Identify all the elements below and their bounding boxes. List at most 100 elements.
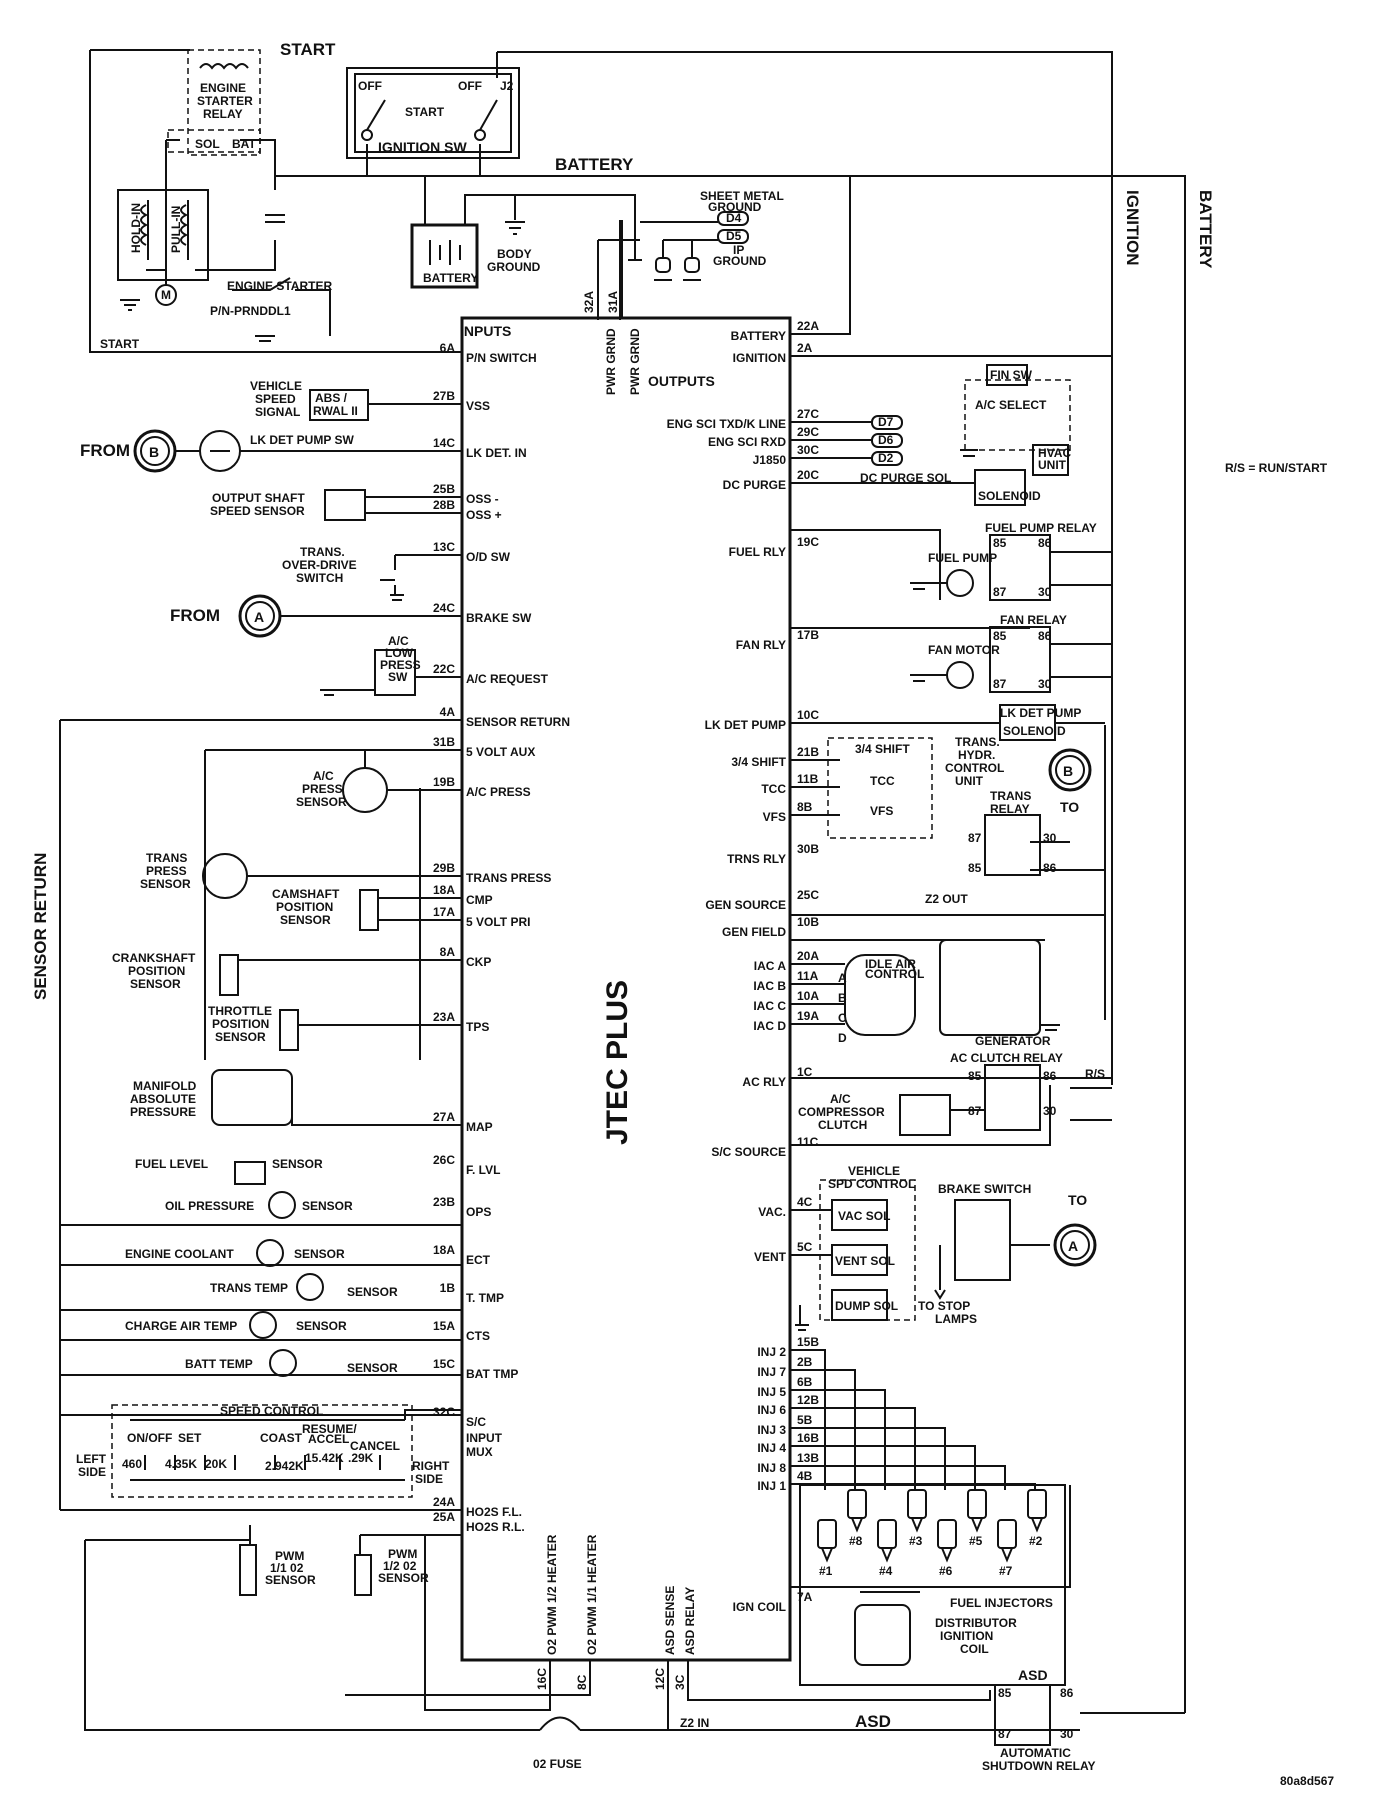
output-pin-number: 13B xyxy=(797,1451,819,1465)
trans-relay-85: 85 xyxy=(968,861,982,875)
injector-nozzle xyxy=(941,1547,953,1563)
input-pin-label: VSS xyxy=(466,399,490,413)
r1542k-label: 15.42K xyxy=(305,1451,344,1465)
fuel-injector xyxy=(817,1519,837,1549)
top-pin-label: PWR GRND xyxy=(628,328,642,395)
input-pin-number: 22C xyxy=(433,662,455,676)
injector-nozzle xyxy=(851,1517,863,1533)
output-pin-number: 20A xyxy=(797,949,819,963)
idle-air-label: IDLE AIR CONTROL xyxy=(865,957,924,981)
injector-wire xyxy=(790,1445,976,1490)
fan-motor-label: FAN MOTOR xyxy=(928,643,1000,657)
bottom-pin-number: 3C xyxy=(673,1674,687,1690)
output-pin-number: 27C xyxy=(797,407,819,421)
asd-box-label: ASD xyxy=(1018,1667,1048,1683)
output-pin-number: 10C xyxy=(797,708,819,722)
injector-nozzle xyxy=(821,1547,833,1563)
output-pin-label: IAC D xyxy=(753,1019,786,1033)
top-pin-label: PWR GRND xyxy=(604,328,618,395)
connector-b: B xyxy=(149,444,159,460)
trans-hydr-label: TRANS. HYDR. CONTROL UNIT xyxy=(945,735,1007,788)
output-pin-label: TRNS RLY xyxy=(727,852,786,866)
manifold-label: MANIFOLD ABSOLUTE PRESSURE xyxy=(130,1079,200,1119)
connector-b-to: B xyxy=(1063,763,1073,779)
body-ground-label: BODY GROUND xyxy=(487,247,541,274)
iac-b-letter: B xyxy=(838,991,847,1005)
injector-wire xyxy=(790,1427,946,1490)
set-label: SET xyxy=(178,1431,202,1445)
throttle-label: THROTTLE POSITION SENSOR xyxy=(208,1004,275,1044)
top-pin-number: 31A xyxy=(606,291,620,313)
vehicle-spd-control-label: VEHICLE SPD CONTROL xyxy=(828,1164,915,1191)
abs-label: ABS / RWAL II xyxy=(313,391,358,418)
input-pin-label: MAP xyxy=(466,1120,493,1134)
input-pin-number: 19B xyxy=(433,775,455,789)
input-pin-number: 17A xyxy=(433,905,455,919)
vehicle-speed-signal-label: VEHICLE SPEED SIGNAL xyxy=(250,379,305,419)
charge-air-temp-label: CHARGE AIR TEMP xyxy=(125,1319,237,1333)
input-pin-label: BRAKE SW xyxy=(466,611,532,625)
output-pin-number: 15B xyxy=(797,1335,819,1349)
start-sw-label: START xyxy=(405,105,445,119)
input-pin-number: 18A xyxy=(433,883,455,897)
ac-relay-86: 86 xyxy=(1043,1069,1057,1083)
bottom-pin-number: 8C xyxy=(575,1674,589,1690)
injector-wire xyxy=(790,1483,1036,1490)
solenoid-label-1: SOLENOID xyxy=(978,489,1041,503)
output-pin-label: FAN RLY xyxy=(736,638,786,652)
on-off-label: ON/OFF xyxy=(127,1431,172,1445)
fin-sw-label: FIN SW xyxy=(990,368,1033,382)
output-pin-number: 1C xyxy=(797,1065,813,1079)
input-pin-number: 15C xyxy=(433,1357,455,1371)
fuel-injector xyxy=(1027,1489,1047,1519)
output-pin-number: 5C xyxy=(797,1240,813,1254)
fuel-injector xyxy=(967,1489,987,1519)
iac-c-letter: C xyxy=(838,1011,847,1025)
input-pin-label: CMP xyxy=(466,893,493,907)
inputs-header: INPUTS xyxy=(460,323,511,339)
output-pin-number: 2A xyxy=(797,341,813,355)
o2-fuse-label: 02 FUSE xyxy=(533,1757,582,1771)
output-pin-label: INJ 7 xyxy=(757,1365,786,1379)
fp-relay-87: 87 xyxy=(993,585,1007,599)
output-pin-label: VENT xyxy=(754,1250,787,1264)
ac-relay-30: 30 xyxy=(1043,1104,1057,1118)
oil-pressure-label: OIL PRESSURE xyxy=(165,1199,254,1213)
diagram-code: 80a8d567 xyxy=(1280,1774,1334,1788)
output-pin-label: IGN COIL xyxy=(733,1600,786,1614)
r29k-label: .29K xyxy=(348,1451,374,1465)
input-pin-label: OSS - xyxy=(466,492,499,506)
fp-relay-30: 30 xyxy=(1038,585,1052,599)
data-connector-label: D7 xyxy=(878,415,894,429)
ignition-sw-label: IGNITION SW xyxy=(378,139,467,155)
input-pin-number: 1B xyxy=(440,1281,456,1295)
output-pin-label: VAC. xyxy=(758,1205,786,1219)
fuel-level-label: FUEL LEVEL xyxy=(135,1157,208,1171)
bottom-pin-label: ASD SENSE xyxy=(663,1586,677,1655)
rs-label: R/S xyxy=(1085,1067,1105,1081)
input-pin-number: 32C xyxy=(433,1405,455,1419)
wires xyxy=(59,49,1186,1731)
injector-number: #1 xyxy=(819,1564,833,1578)
asd-relay-85: 85 xyxy=(998,1686,1012,1700)
input-pin-label: O/D SW xyxy=(466,550,511,564)
input-pin-number: 28B xyxy=(433,498,455,512)
bottom-pin-label: ASD RELAY xyxy=(683,1587,697,1655)
to-stop-lamps-label: TO STOP LAMPS xyxy=(918,1299,977,1326)
input-pin-label: T. TMP xyxy=(466,1291,504,1305)
fuel-injector xyxy=(847,1489,867,1519)
d5-label: D5 xyxy=(726,229,742,243)
input-pin-number: 25B xyxy=(433,482,455,496)
output-pin-label: DC PURGE xyxy=(723,478,786,492)
output-pin-number: 30B xyxy=(797,842,819,856)
output-pin-number: 22A xyxy=(797,319,819,333)
output-pin-number: 10A xyxy=(797,989,819,1003)
components: M xyxy=(111,49,1105,1746)
engine-coolant-sensor-label: SENSOR xyxy=(294,1247,345,1261)
output-pin-label: GEN FIELD xyxy=(722,925,786,939)
output-pin-label: INJ 6 xyxy=(757,1403,786,1417)
output-pin-label: ENG SCI RXD xyxy=(708,435,786,449)
input-pin-label: HO2S R.L. xyxy=(466,1520,525,1534)
